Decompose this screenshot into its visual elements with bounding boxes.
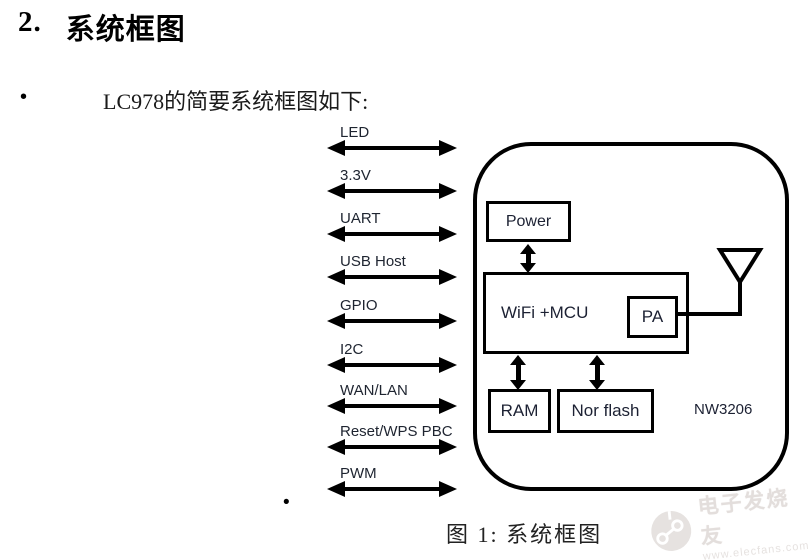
arrow-shaft bbox=[345, 232, 439, 236]
pa-antenna-line bbox=[678, 312, 742, 316]
interface-label: I2C bbox=[340, 341, 364, 358]
watermark-text: 电子发烧友 www.elecfans.com bbox=[696, 480, 809, 560]
interface-row: 3.3V bbox=[327, 168, 457, 199]
interface-label: USB Host bbox=[340, 253, 406, 270]
arrow-head-down-icon bbox=[520, 263, 536, 273]
bidirectional-arrow bbox=[327, 357, 457, 373]
arrow-head-down-icon bbox=[589, 380, 605, 390]
bidirectional-arrow bbox=[327, 439, 457, 455]
arrow-shaft bbox=[345, 275, 439, 279]
arrow-shaft bbox=[345, 189, 439, 193]
intro-text: LC978的简要系统框图如下: bbox=[103, 89, 369, 114]
nor-flash-block-label: Nor flash bbox=[571, 401, 640, 420]
arrow-head-up-icon bbox=[589, 355, 605, 365]
bidirectional-arrow bbox=[327, 313, 457, 329]
arrow-shaft bbox=[345, 404, 439, 408]
interface-label: LED bbox=[340, 124, 370, 141]
section-heading: 2. 系统框图 bbox=[18, 6, 186, 48]
figure-caption: 图 1: 系统框图 bbox=[446, 522, 603, 547]
power-block-label: Power bbox=[505, 212, 552, 230]
arrow-head-right-icon bbox=[439, 183, 457, 199]
interface-label: Reset/WPS PBC bbox=[340, 423, 453, 440]
arrow-head-down-icon bbox=[510, 380, 526, 390]
arrow-shaft bbox=[345, 146, 439, 150]
bidirectional-arrow bbox=[327, 398, 457, 414]
nor-flash-block: Nor flash bbox=[557, 389, 654, 433]
interface-row: UART bbox=[327, 211, 457, 242]
arrow-head-right-icon bbox=[439, 398, 457, 414]
arrow-head-right-icon bbox=[439, 140, 457, 156]
interface-label: UART bbox=[340, 210, 381, 227]
arrow-shaft bbox=[345, 445, 439, 449]
circuit-logo-icon bbox=[651, 510, 692, 551]
bidirectional-arrow bbox=[327, 269, 457, 285]
arrow-head-right-icon bbox=[439, 269, 457, 285]
interface-row: GPIO bbox=[327, 298, 457, 329]
interface-label: 3.3V bbox=[340, 167, 371, 184]
arrow-head-right-icon bbox=[439, 357, 457, 373]
arrow-head-left-icon bbox=[327, 140, 345, 156]
bidirectional-arrow bbox=[327, 226, 457, 242]
antenna-icon bbox=[716, 248, 764, 316]
arrow-head-right-icon bbox=[439, 313, 457, 329]
interface-row: PWM bbox=[327, 466, 457, 497]
arrow-shaft bbox=[345, 319, 439, 323]
bullet-marker: • bbox=[283, 492, 290, 513]
bullet-marker: • bbox=[20, 86, 28, 108]
interface-row: WAN/LAN bbox=[327, 383, 457, 414]
arrow-head-left-icon bbox=[327, 398, 345, 414]
section-title-text: 系统框图 bbox=[65, 14, 186, 46]
arrow-head-left-icon bbox=[327, 226, 345, 242]
interface-label: GPIO bbox=[340, 297, 378, 314]
arrow-shaft bbox=[345, 487, 439, 491]
arrow-head-up-icon bbox=[510, 355, 526, 365]
power-wifi-arrow bbox=[520, 244, 536, 273]
wifi-mcu-block-label: WiFi +MCU bbox=[501, 303, 589, 322]
bidirectional-arrow bbox=[327, 140, 457, 156]
watermark-brand: 电子发烧友 bbox=[696, 486, 791, 549]
arrow-head-right-icon bbox=[439, 481, 457, 497]
power-block: Power bbox=[486, 201, 571, 242]
interface-row: I2C bbox=[327, 342, 457, 373]
arrow-head-left-icon bbox=[327, 183, 345, 199]
pa-block: PA bbox=[627, 296, 678, 338]
interface-row: USB Host bbox=[327, 254, 457, 285]
arrow-shaft bbox=[525, 254, 531, 263]
arrow-head-left-icon bbox=[327, 357, 345, 373]
watermark: 电子发烧友 www.elecfans.com bbox=[645, 480, 809, 560]
bidirectional-arrow bbox=[327, 183, 457, 199]
arrow-shaft bbox=[345, 363, 439, 367]
ram-block: RAM bbox=[488, 389, 551, 433]
arrow-shaft bbox=[515, 365, 521, 380]
wifi-ram-arrow bbox=[510, 355, 526, 390]
arrow-head-left-icon bbox=[327, 269, 345, 285]
arrow-head-left-icon bbox=[327, 313, 345, 329]
interface-label: WAN/LAN bbox=[340, 382, 408, 399]
interface-row: Reset/WPS PBC bbox=[327, 424, 457, 455]
arrow-head-left-icon bbox=[327, 439, 345, 455]
arrow-shaft bbox=[594, 365, 600, 380]
wifi-norflash-arrow bbox=[589, 355, 605, 390]
chip-model-label: NW3206 bbox=[694, 401, 753, 418]
pa-block-label: PA bbox=[641, 307, 664, 326]
arrow-head-up-icon bbox=[520, 244, 536, 254]
arrow-head-right-icon bbox=[439, 439, 457, 455]
interface-label: PWM bbox=[340, 465, 377, 482]
interface-row: LED bbox=[327, 125, 457, 156]
bidirectional-arrow bbox=[327, 481, 457, 497]
ram-block-label: RAM bbox=[500, 401, 539, 420]
section-number: 2. bbox=[18, 6, 42, 38]
arrow-head-right-icon bbox=[439, 226, 457, 242]
arrow-head-left-icon bbox=[327, 481, 345, 497]
